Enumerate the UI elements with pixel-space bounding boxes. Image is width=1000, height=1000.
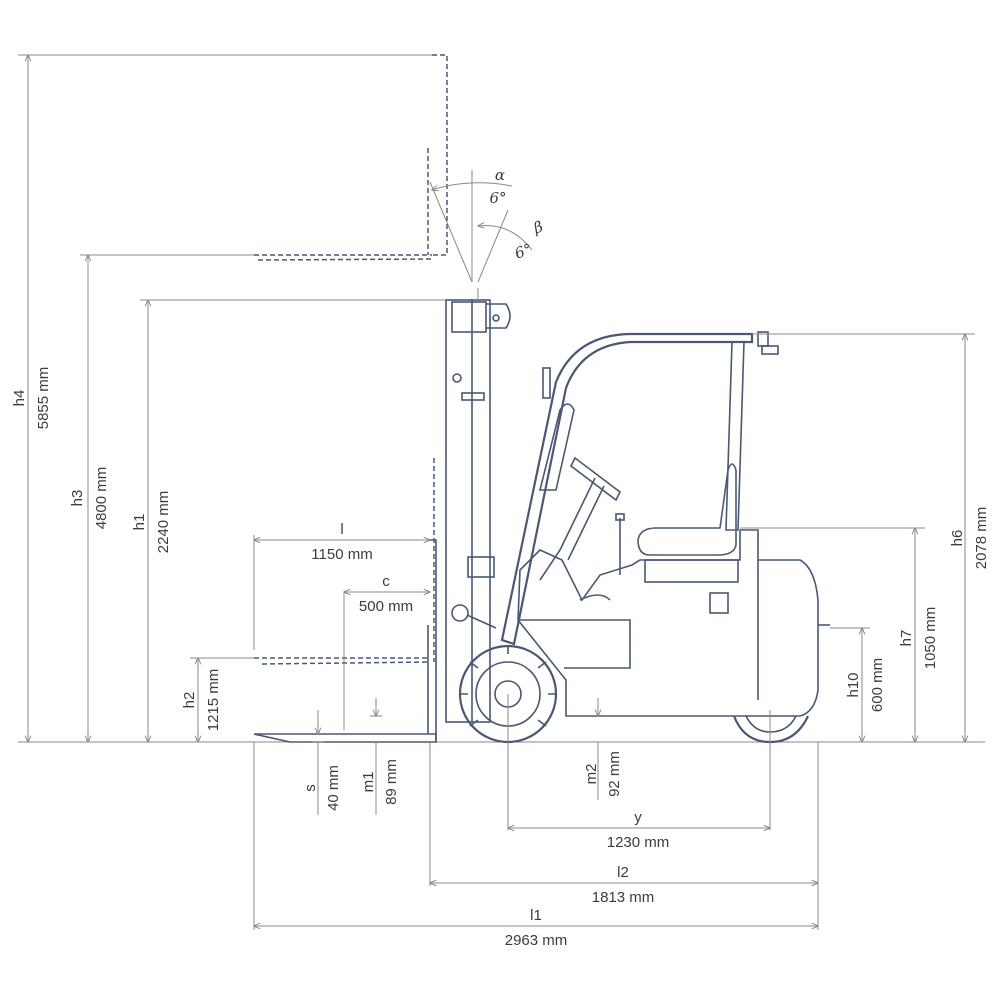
control-lever xyxy=(615,513,625,575)
beta-value: 6° xyxy=(512,240,534,263)
overhead-guard xyxy=(500,331,779,646)
alpha-arc xyxy=(432,182,513,190)
y-value: 1230 mm xyxy=(607,834,670,851)
h10-symbol: h10 xyxy=(845,672,862,697)
h4-symbol: h4 xyxy=(11,390,28,407)
h4-value: 5855 mm xyxy=(35,367,52,430)
steering-wheel xyxy=(539,456,622,581)
l-value: 1150 mm xyxy=(311,546,372,563)
raised-fork-carriage xyxy=(254,54,448,261)
h2-value: 1215 mm xyxy=(205,669,222,732)
h6-value: 2078 mm xyxy=(973,507,990,570)
alpha-symbol: α xyxy=(495,166,505,184)
h7-value: 1050 mm xyxy=(922,607,939,670)
h1-value: 2240 mm xyxy=(155,491,172,554)
h3-value: 4800 mm xyxy=(93,467,110,530)
h7-symbol: h7 xyxy=(898,630,915,647)
h2-symbol: h2 xyxy=(181,692,198,709)
m1-symbol: m1 xyxy=(360,772,377,793)
c-value: 500 mm xyxy=(359,598,413,615)
l2-value: 1813 mm xyxy=(592,889,655,906)
operator-seat xyxy=(637,463,739,583)
forklift xyxy=(253,54,830,744)
m1-value: 89 mm xyxy=(383,759,400,805)
l2-symbol: l2 xyxy=(617,864,629,881)
l1-value: 2963 mm xyxy=(505,932,568,949)
m2-symbol: m2 xyxy=(583,764,600,785)
s-dimension-line xyxy=(312,710,324,815)
l-symbol: l xyxy=(340,521,343,538)
h1-symbol: h1 xyxy=(131,514,148,531)
extension-lines xyxy=(18,54,975,930)
m2-value: 92 mm xyxy=(606,751,623,797)
lowered-forks xyxy=(253,539,437,743)
y-symbol: y xyxy=(634,809,642,826)
mid-fork-position xyxy=(254,458,435,665)
mast xyxy=(445,299,511,723)
h3-symbol: h3 xyxy=(69,490,86,507)
m1-dimension-line xyxy=(370,698,382,815)
alpha-value: 6° xyxy=(489,189,506,207)
truck-body xyxy=(517,529,830,717)
front-wheel xyxy=(458,644,558,744)
beta-arc xyxy=(478,226,533,251)
h6-symbol: h6 xyxy=(949,530,966,547)
beta-symbol: β xyxy=(530,217,546,237)
l1-symbol: l1 xyxy=(530,907,542,924)
h10-value: 600 mm xyxy=(869,658,886,712)
s-value: 40 mm xyxy=(325,765,342,811)
c-symbol: c xyxy=(382,573,390,590)
mast-tilt-lines xyxy=(429,170,509,300)
rear-wheel xyxy=(732,715,809,744)
s-symbol: s xyxy=(302,784,319,792)
